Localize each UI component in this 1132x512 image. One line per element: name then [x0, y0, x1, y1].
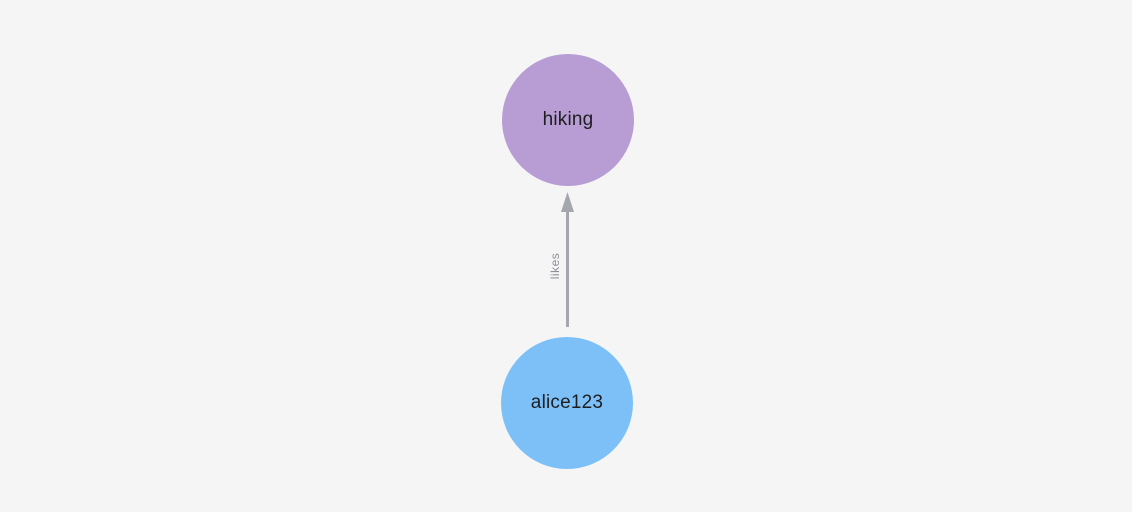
node-alice123-label: alice123: [530, 392, 604, 413]
node-alice123[interactable]: alice123: [501, 337, 633, 469]
arrow-icon: [561, 192, 574, 327]
node-hiking[interactable]: hiking: [502, 54, 634, 186]
edge-label-likes: likes: [548, 252, 562, 280]
node-hiking-label: hiking: [542, 109, 594, 130]
